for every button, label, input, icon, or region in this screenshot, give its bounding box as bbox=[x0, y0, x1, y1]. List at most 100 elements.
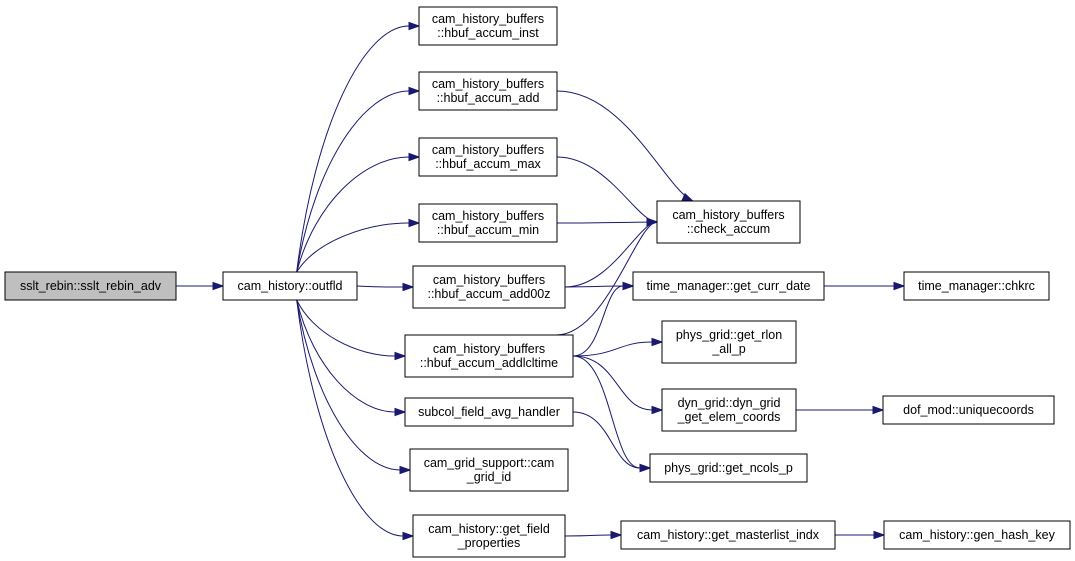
edge-outfld-to-hbuf_accum_inst bbox=[296, 21, 421, 273]
node-box bbox=[404, 397, 574, 427]
node-label: dof_mod::uniquecoords bbox=[903, 403, 1034, 417]
edge-arrowhead bbox=[646, 217, 659, 227]
node-box bbox=[620, 520, 836, 550]
edge-outfld-to-get_field_properties bbox=[296, 299, 415, 541]
node-gen-hash-key[interactable]: cam_history::gen_hash_key bbox=[883, 520, 1071, 550]
node-label: _properties bbox=[457, 536, 521, 550]
node-box bbox=[661, 388, 797, 432]
node-uniquecoords[interactable]: dof_mod::uniquecoords bbox=[882, 395, 1055, 425]
edge-arrowhead bbox=[639, 463, 652, 473]
edge-line bbox=[296, 25, 410, 273]
node-box bbox=[4, 271, 177, 301]
edge-outfld-to-hbuf_accum_max bbox=[296, 152, 421, 273]
edge-outfld-to-cam_grid_id bbox=[296, 299, 412, 475]
edge-line bbox=[556, 90, 693, 202]
edge-line bbox=[564, 534, 612, 537]
node-box bbox=[661, 320, 797, 364]
edge-line bbox=[296, 299, 401, 471]
edge-line bbox=[296, 299, 404, 537]
node-label: time_manager::chkrc bbox=[918, 279, 1035, 293]
edge-arrowhead bbox=[408, 21, 421, 31]
edge-get_field_properties-to-get_masterlist_indx bbox=[564, 530, 623, 540]
node-label: cam_history::outfld bbox=[238, 279, 343, 293]
node-hbuf-accum-inst[interactable]: cam_history_buffers::hbuf_accum_inst bbox=[418, 6, 558, 46]
node-label: sslt_rebin::sslt_rebin_adv bbox=[20, 279, 162, 293]
node-label: cam_history_buffers bbox=[672, 208, 784, 222]
edge-arrowhead bbox=[402, 282, 415, 292]
node-label: ::hbuf_accum_add bbox=[437, 91, 540, 105]
edge-line bbox=[572, 355, 641, 469]
node-get-masterlist-indx[interactable]: cam_history::get_masterlist_indx bbox=[620, 520, 836, 550]
node-label: ::hbuf_accum_addlcltime bbox=[420, 356, 558, 370]
edge-outfld-to-hbuf_accum_add00z bbox=[356, 282, 415, 292]
node-label: ::hbuf_accum_add00z bbox=[427, 287, 550, 301]
nodes-layer: sslt_rebin::sslt_rebin_adv cam_history::o… bbox=[4, 6, 1071, 558]
edge-line bbox=[556, 221, 658, 336]
node-dyn-grid-get-elem-coords[interactable]: dyn_grid::dyn_grid_get_elem_coords bbox=[661, 388, 797, 432]
node-box bbox=[418, 137, 558, 177]
edge-line bbox=[296, 156, 410, 273]
edge-sslt_rebin_adv-to-outfld bbox=[175, 281, 225, 291]
node-label: cam_history_buffers bbox=[432, 209, 544, 223]
edge-arrowhead bbox=[408, 218, 421, 228]
edge-line bbox=[296, 90, 410, 273]
edge-arrowhead bbox=[651, 405, 664, 415]
edge-line bbox=[556, 156, 658, 223]
node-label: _all_p bbox=[711, 342, 745, 356]
node-label: time_manager::get_curr_date bbox=[647, 279, 811, 293]
node-label: ::hbuf_accum_inst bbox=[437, 26, 539, 40]
edge-arrowhead bbox=[212, 281, 225, 291]
node-check-accum[interactable]: cam_history_buffers::check_accum bbox=[656, 200, 801, 244]
node-label: _get_elem_coords bbox=[677, 410, 781, 424]
node-box bbox=[656, 200, 801, 244]
node-cam-grid-id[interactable]: cam_grid_support::cam_grid_id bbox=[409, 448, 569, 492]
edge-arrowhead bbox=[402, 531, 415, 541]
node-chkrc[interactable]: time_manager::chkrc bbox=[903, 271, 1050, 301]
edge-arrowhead bbox=[408, 152, 421, 162]
node-get-rlon-all-p[interactable]: phys_grid::get_rlon_all_p bbox=[661, 320, 797, 364]
node-hbuf-accum-add00z[interactable]: cam_history_buffers::hbuf_accum_add00z bbox=[412, 265, 566, 309]
node-hbuf-accum-addlcltime[interactable]: cam_history_buffers::hbuf_accum_addlclti… bbox=[404, 334, 574, 378]
node-label: ::hbuf_accum_max bbox=[435, 157, 541, 171]
node-label: cam_history::get_masterlist_indx bbox=[637, 528, 820, 542]
node-box bbox=[649, 453, 808, 483]
edge-line bbox=[564, 285, 624, 288]
edge-dyn_grid_get_elem_coords-to-uniquecoords bbox=[796, 405, 885, 415]
node-label: _grid_id bbox=[466, 470, 512, 484]
edge-get_masterlist_indx-to-gen_hash_key bbox=[835, 530, 886, 540]
edge-outfld-to-hbuf_accum_min bbox=[296, 218, 421, 273]
node-get-ncols-p[interactable]: phys_grid::get_ncols_p bbox=[649, 453, 808, 483]
edge-outfld-to-hbuf_accum_addlcltime bbox=[296, 299, 407, 361]
edge-hbuf_accum_max-to-check_accum bbox=[556, 156, 659, 227]
node-outfld[interactable]: cam_history::outfld bbox=[222, 271, 358, 301]
edge-arrowhead bbox=[610, 530, 623, 540]
edge-subcol_field_avg_handler-to-get_ncols_p bbox=[572, 411, 652, 473]
edge-arrowhead bbox=[873, 530, 886, 540]
edges-layer bbox=[175, 21, 906, 541]
edge-arrowhead bbox=[394, 407, 407, 417]
node-label: cam_history_buffers bbox=[432, 77, 544, 91]
node-hbuf-accum-max[interactable]: cam_history_buffers::hbuf_accum_max bbox=[418, 137, 558, 177]
node-box bbox=[412, 514, 566, 558]
node-get-field-properties[interactable]: cam_history::get_field_properties bbox=[412, 514, 566, 558]
node-box bbox=[882, 395, 1055, 425]
node-get-curr-date[interactable]: time_manager::get_curr_date bbox=[632, 271, 825, 301]
node-label: phys_grid::get_ncols_p bbox=[664, 461, 793, 475]
node-subcol-field-avg-handler[interactable]: subcol_field_avg_handler bbox=[404, 397, 574, 427]
edge-get_curr_date-to-chkrc bbox=[823, 281, 906, 291]
edge-arrowhead bbox=[399, 465, 412, 475]
edge-line bbox=[556, 221, 658, 224]
node-label: phys_grid::get_rlon bbox=[676, 328, 782, 342]
node-hbuf-accum-add[interactable]: cam_history_buffers::hbuf_accum_add bbox=[418, 71, 558, 111]
edge-hbuf_accum_addlcltime-to-check_accum bbox=[556, 217, 659, 336]
edge-outfld-to-hbuf_accum_add bbox=[296, 86, 421, 273]
edge-line bbox=[572, 355, 653, 411]
node-box bbox=[903, 271, 1050, 301]
edge-line bbox=[296, 299, 396, 357]
edge-arrowhead bbox=[622, 281, 635, 291]
node-box bbox=[409, 448, 569, 492]
node-hbuf-accum-min[interactable]: cam_history_buffers::hbuf_accum_min bbox=[418, 203, 558, 243]
edge-arrowhead bbox=[408, 86, 421, 96]
edge-line bbox=[296, 222, 410, 273]
